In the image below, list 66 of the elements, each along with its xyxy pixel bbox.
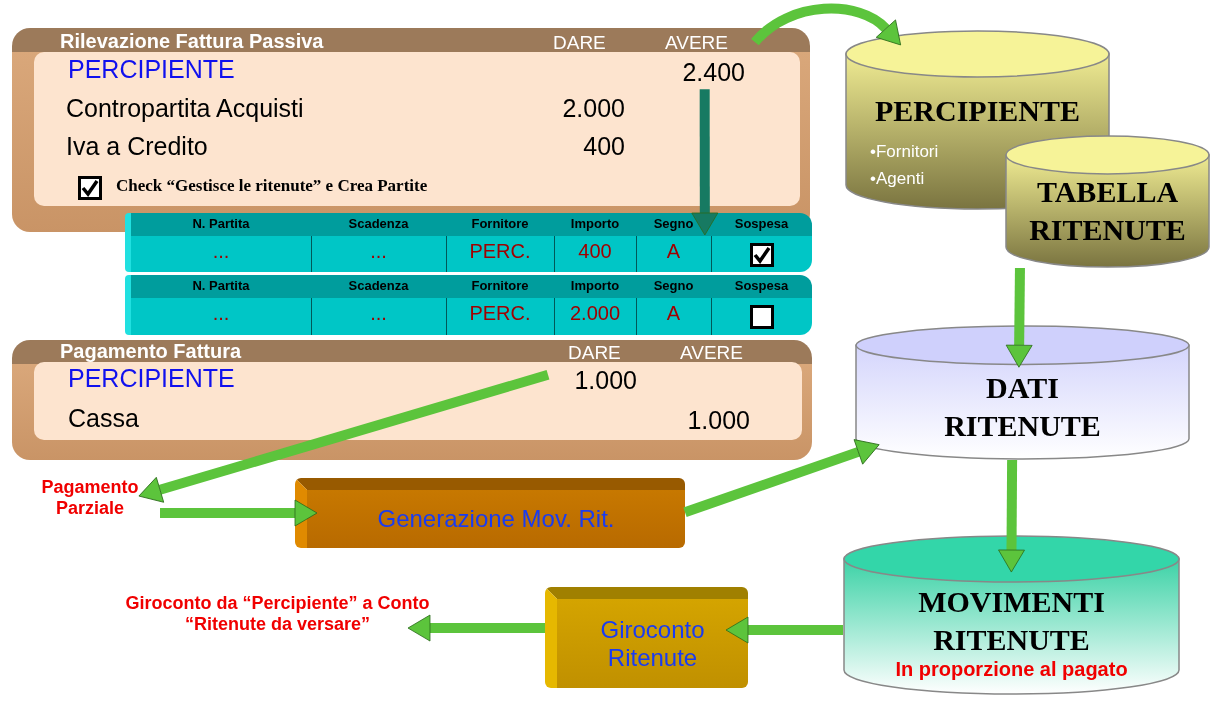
column-header: Segno (652, 216, 695, 231)
arrow (998, 459, 1025, 573)
account-name: PERCIPIENTE (68, 55, 235, 84)
table-row (125, 213, 812, 272)
column-header: Sospesa (733, 216, 790, 231)
arrow (751, 3, 903, 46)
column-header: Fornitore (470, 278, 530, 293)
arrow (160, 499, 318, 527)
column-header: Scadenza (347, 278, 410, 293)
arrow (725, 616, 843, 644)
column-header: Importo (569, 216, 621, 231)
column-header: DARE (568, 342, 621, 364)
account-name: Iva a Credito (66, 132, 208, 161)
note-text: In proporzione al pagato (894, 658, 1129, 681)
journal-entry-panel (12, 28, 810, 232)
table-value: 2.000 (568, 302, 622, 325)
table-value: ... (369, 302, 388, 325)
account-name: Contropartita Acquisti (66, 94, 304, 123)
table-value: ... (211, 240, 231, 263)
table-value: A (665, 240, 682, 263)
arrow (1005, 267, 1033, 368)
amount-text: 400 (583, 132, 625, 161)
column-header: AVERE (680, 342, 743, 364)
arrow (138, 370, 550, 503)
panel-title: Pagamento Fattura (60, 340, 242, 363)
column-header: DARE (553, 32, 606, 54)
column-header: N. Partita (191, 216, 251, 231)
table-value: ... (211, 302, 231, 325)
column-header: N. Partita (191, 278, 251, 293)
column-header: AVERE (665, 32, 728, 54)
database-cylinder (855, 325, 1190, 460)
table-value: A (665, 302, 682, 325)
bullet-item: •Agenti (870, 169, 925, 189)
arrow (407, 614, 545, 642)
database-cylinder (843, 535, 1180, 695)
arrow (683, 439, 880, 518)
database-title: PERCIPIENTE (873, 93, 1081, 129)
account-name: Cassa (68, 404, 139, 433)
option-label: Check “Gestisce le ritenute” e Crea Partite (116, 176, 428, 196)
amount-text: 1.000 (574, 366, 637, 395)
panel-title: Rilevazione Fattura Passiva (60, 30, 324, 53)
table-value: ... (369, 240, 388, 263)
column-header: Importo (569, 278, 621, 293)
column-header: Segno (652, 278, 695, 293)
process-box: Giroconto Ritenute (545, 587, 748, 688)
amount-text: 2.000 (562, 94, 625, 123)
journal-entry-panel (12, 340, 812, 460)
table-value: 400 (577, 240, 613, 263)
note-text: Giroconto da “Percipiente” a Conto “Ritenute da versare” (125, 593, 430, 635)
database-title: MOVIMENTI RITENUTE (917, 584, 1106, 658)
column-header: Scadenza (347, 216, 410, 231)
process-box: Generazione Mov. Rit. (295, 478, 685, 548)
table-row (125, 275, 812, 335)
account-name: PERCIPIENTE (68, 364, 235, 393)
database-title: TABELLA RITENUTE (1028, 174, 1187, 248)
amount-text: 1.000 (687, 406, 750, 435)
column-header: Fornitore (470, 216, 530, 231)
note-text: Pagamento Parziale (40, 476, 140, 519)
table-value: PERC. (468, 302, 532, 325)
arrow (691, 89, 719, 236)
amount-text: 2.400 (682, 58, 745, 87)
database-title: DATI RITENUTE (943, 370, 1102, 444)
table-value: PERC. (468, 240, 532, 263)
database-cylinder (1005, 135, 1210, 268)
column-header: Sospesa (733, 278, 790, 293)
bullet-item: •Fornitori (870, 142, 939, 162)
